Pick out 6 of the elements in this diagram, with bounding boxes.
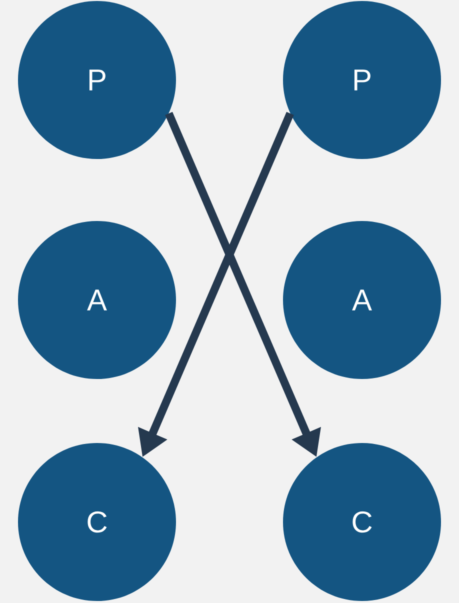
circle-node: A <box>18 221 176 379</box>
circle-node: P <box>18 1 176 159</box>
circle-node: C <box>283 443 441 601</box>
circle-node: A <box>283 221 441 379</box>
circle-node: C <box>18 443 176 601</box>
circle-node: P <box>283 1 441 159</box>
